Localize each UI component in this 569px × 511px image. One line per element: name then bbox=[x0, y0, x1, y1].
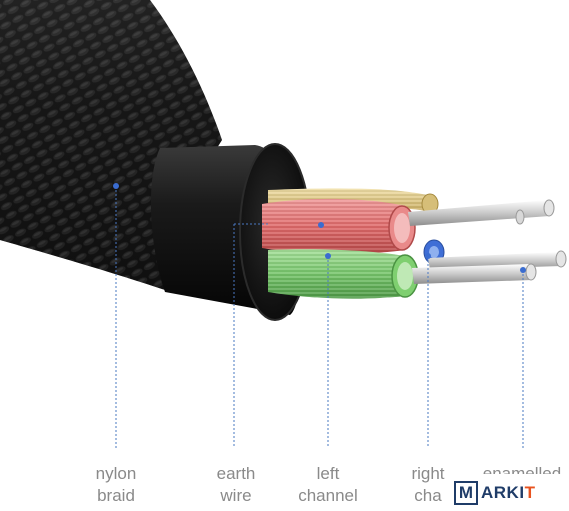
label-earth-wire: earth wire bbox=[181, 463, 291, 507]
red-conductor bbox=[262, 198, 416, 254]
label-right-channel: right cha bbox=[373, 463, 483, 507]
watermark-text-main: ARKI bbox=[481, 482, 525, 502]
markit-watermark: M ARKIT bbox=[452, 474, 569, 511]
leader-lines bbox=[115, 186, 524, 448]
label-left-channel: left channel bbox=[273, 463, 383, 507]
label-left-channel-line2: channel bbox=[298, 486, 358, 505]
watermark-text: ARKIT bbox=[481, 483, 535, 503]
label-earth-wire-line2: wire bbox=[220, 486, 252, 505]
watermark-text-accent: T bbox=[524, 482, 536, 502]
label-nylon-braid-line1: nylon bbox=[95, 464, 137, 483]
label-left-channel-line1: left bbox=[316, 464, 340, 483]
enamelled-wires bbox=[408, 199, 567, 284]
label-earth-wire-line1: earth bbox=[216, 464, 256, 483]
label-nylon-braid-line2: braid bbox=[97, 486, 135, 505]
green-conductor bbox=[268, 249, 419, 299]
label-right-channel-line1: right bbox=[411, 464, 445, 483]
leader-dots bbox=[113, 183, 526, 273]
label-nylon-braid: nylon braid bbox=[61, 463, 171, 507]
label-right-channel-line2: cha bbox=[414, 486, 442, 505]
watermark-logo-icon: M bbox=[454, 480, 478, 505]
